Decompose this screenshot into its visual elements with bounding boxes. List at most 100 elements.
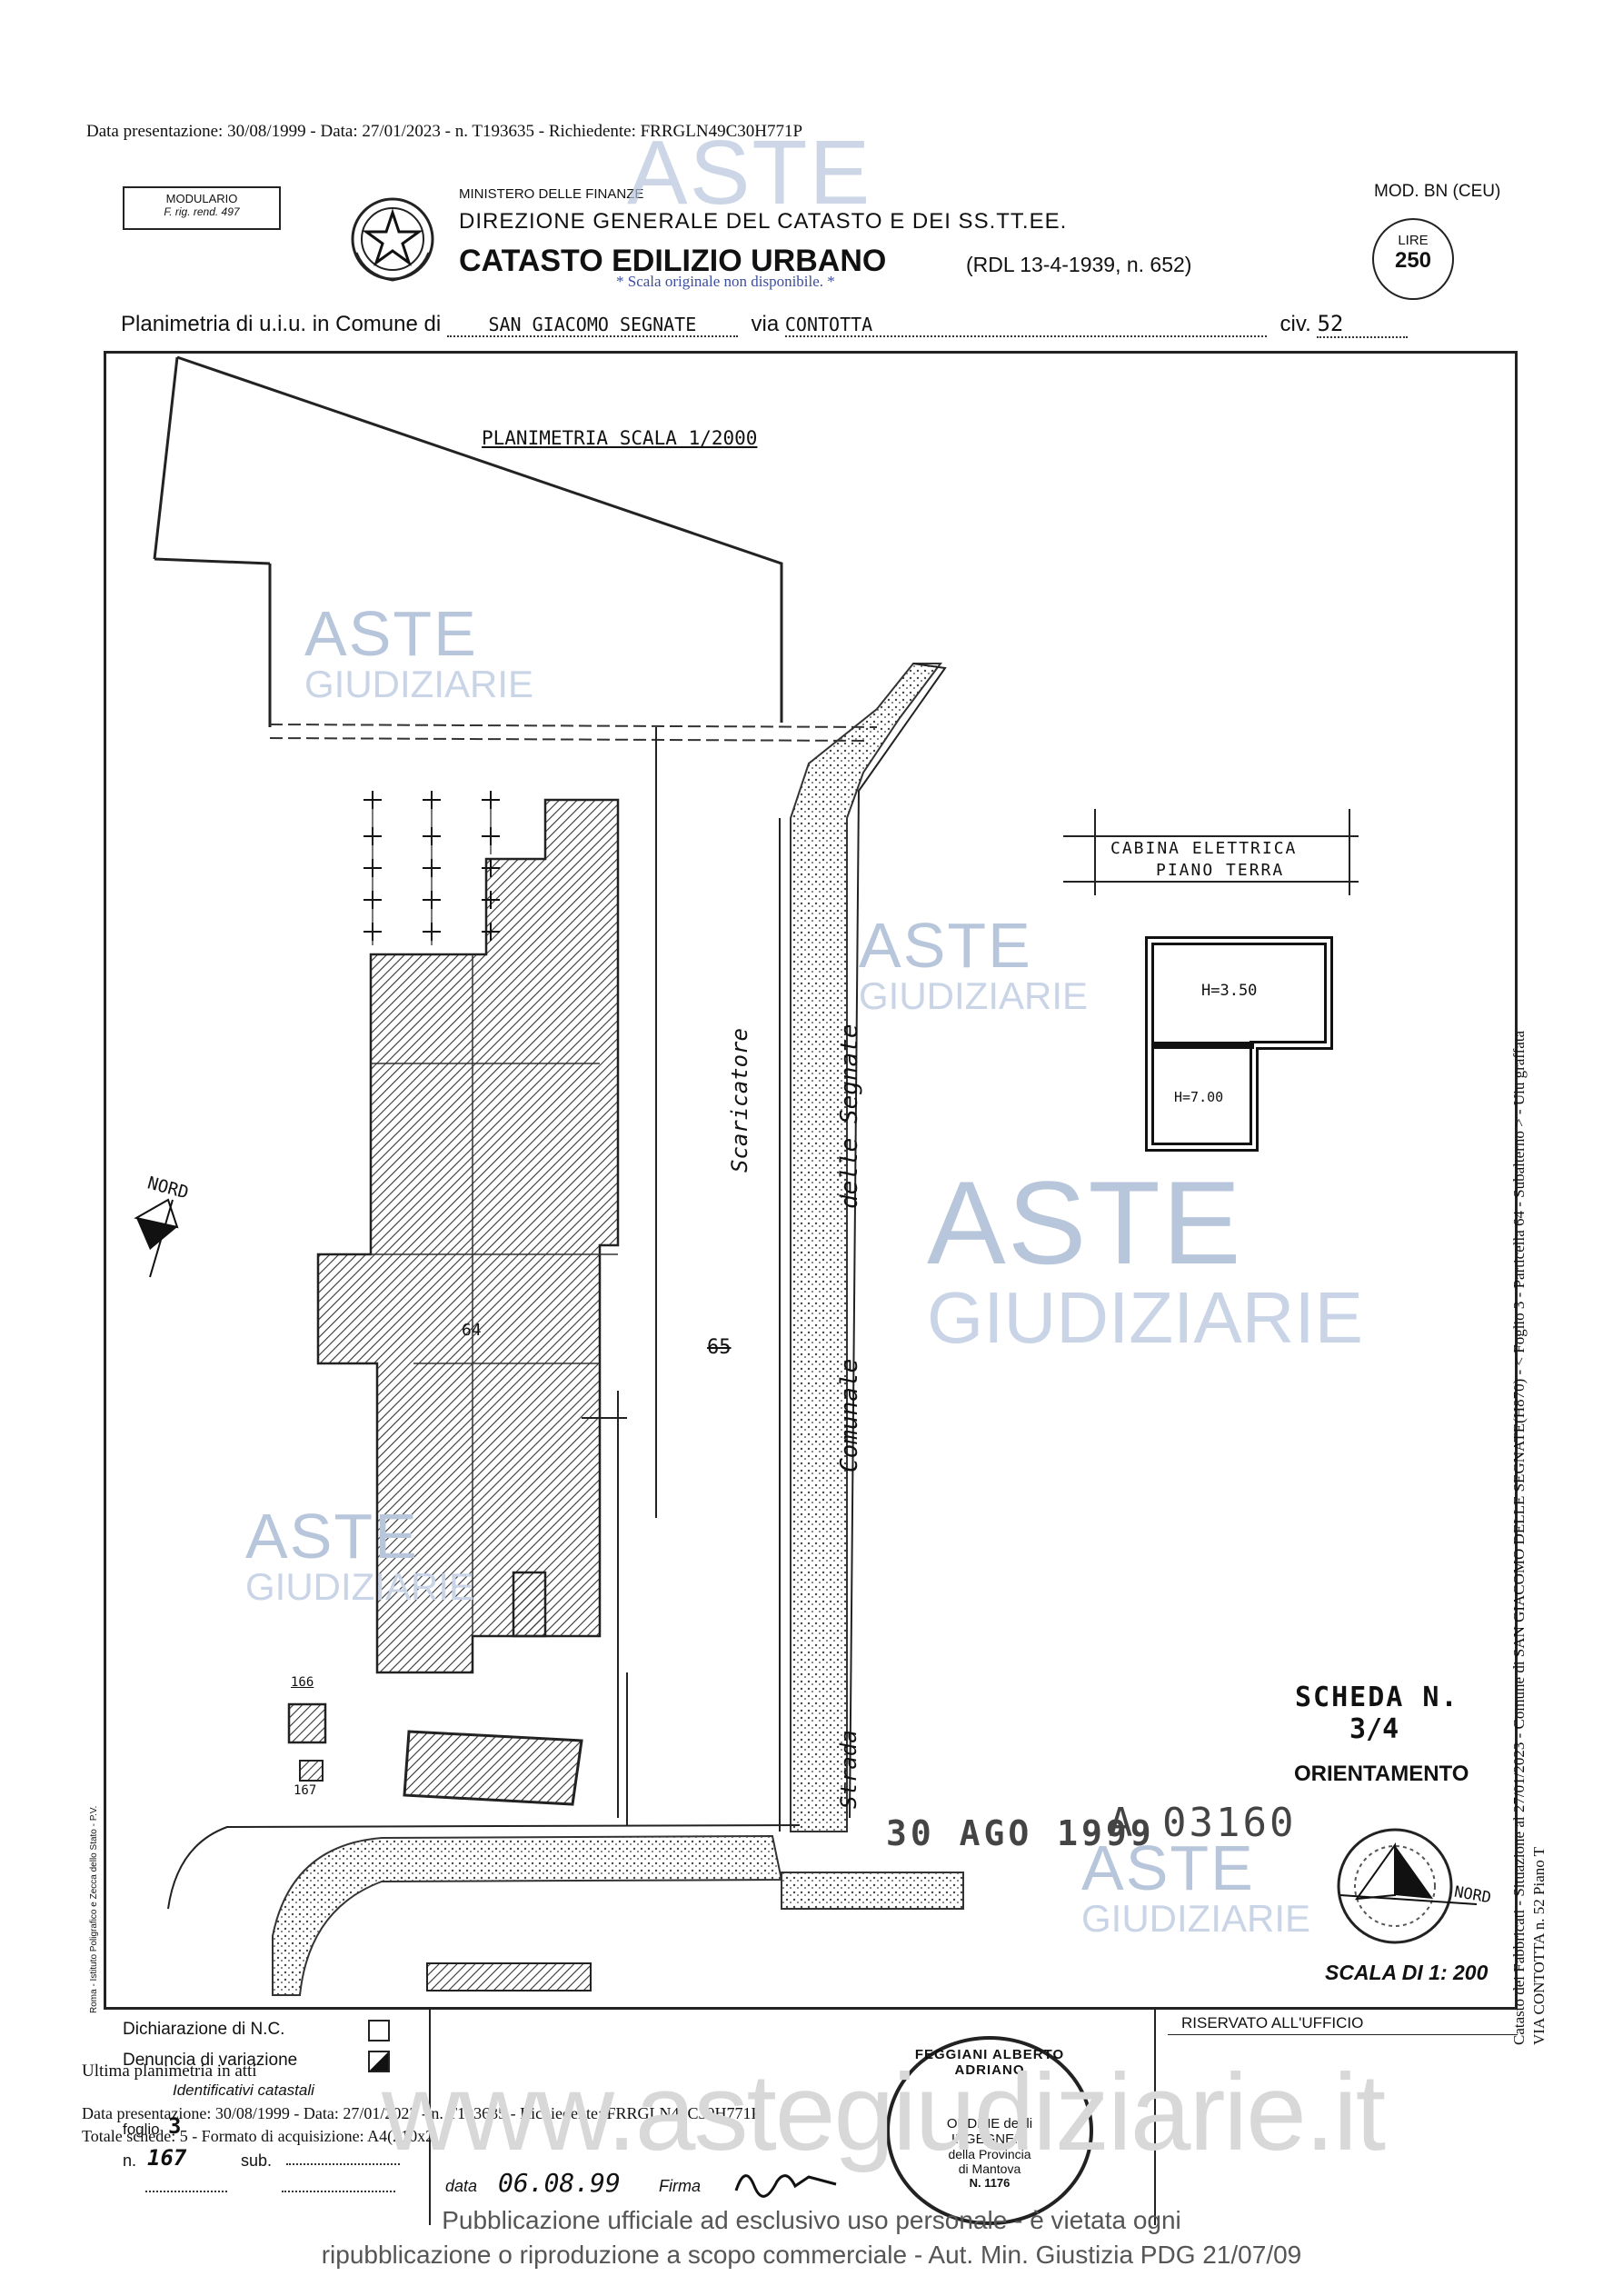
road-label-comunale: Comunale <box>836 1358 863 1472</box>
stamp-line2: INGEGNERI <box>951 2131 1029 2147</box>
firma-label: Firma <box>659 2177 701 2195</box>
watermark-4: ASTE GIUDIZIARIE <box>245 1504 474 1606</box>
dichiarazione-checkbox[interactable] <box>368 2020 390 2041</box>
orientation-compass-icon <box>1337 1828 1478 1944</box>
watermark-giudiziarie: GIUDIZIARIE <box>927 1277 1364 1358</box>
parcel-167: 167 <box>294 1783 317 1798</box>
watermark-notice-2: ripubblicazione o riproduzione a scopo c… <box>321 2241 1302 2269</box>
data-value: 06.08.99 <box>498 2168 621 2198</box>
overlay-totale-schede: Totale schede: 5 - Formato di acquisizio… <box>82 2127 436 2145</box>
watermark-1: ASTE GIUDIZIARIE <box>304 602 533 704</box>
republic-emblem <box>338 189 447 289</box>
watermark-3: ASTE GIUDIZIARIE <box>927 1163 1363 1354</box>
overlay-ultima-planimetria: Ultima planimetria in atti <box>82 2061 257 2081</box>
road-label-scaricatore: Scaricatore <box>727 1028 752 1173</box>
civ-value: 52 <box>1317 311 1409 338</box>
side-cadastral-info: Catasto dei Fabbricati - Situazione al 2… <box>1510 1030 1528 2045</box>
sub-label: sub. <box>241 2151 273 2170</box>
ministry-name: MINISTERO DELLE FINANZE <box>459 186 644 202</box>
directorate-name: DIREZIONE GENERALE DEL CATASTO E DEI SS.… <box>459 209 1068 234</box>
lire-value: 250 <box>1394 248 1432 273</box>
lire-stamp: LIRE 250 <box>1372 218 1454 300</box>
road-label-strada: Strada <box>836 1730 861 1809</box>
stamp-name: FEGGIANI ALBERTO ADRIANO <box>914 2047 1065 2078</box>
road-lower <box>272 1834 783 1996</box>
document-title: CATASTO EDILIZIO URBANO <box>459 244 887 278</box>
road-label-segnate: delle Segnate <box>836 1023 863 1210</box>
lire-label: LIRE <box>1398 233 1429 248</box>
numero-value: 167 <box>147 2145 187 2171</box>
blank-line <box>282 2191 395 2192</box>
room2-height: H=7.00 <box>1174 1089 1224 1105</box>
overlay-data-presentazione: Data presentazione: 30/08/1999 - Data: 2… <box>82 2104 761 2122</box>
road-scaricatore <box>790 663 942 1832</box>
via-label: via <box>751 312 780 336</box>
stamp-line1: ORDINE degli <box>946 2116 1033 2131</box>
watermark-aste: ASTE <box>245 1501 419 1572</box>
receipt-number-stamp: A 03160 <box>1109 1800 1297 1846</box>
numero-label: n. <box>123 2151 137 2170</box>
modulario-label: MODULARIO <box>165 192 238 205</box>
riservato-label: RISERVATO ALL'UFFICIO <box>1181 2014 1364 2031</box>
foglio-value: 3 <box>168 2113 182 2139</box>
watermark-aste: ASTE <box>304 598 478 669</box>
lot-boundary <box>176 355 783 723</box>
watermark-aste: ASTE <box>927 1156 1243 1289</box>
orientamento-label: ORIENTAMENTO <box>1294 1762 1469 1786</box>
law-reference: (RDL 13-4-1939, n. 652) <box>966 253 1192 276</box>
sub-value-line <box>286 2163 400 2165</box>
watermark-aste: ASTE <box>627 122 872 224</box>
scheda-number: SCHEDA N. <box>1295 1682 1459 1713</box>
stamp-line3: della Provincia <box>948 2147 1031 2161</box>
scale-label: SCALA DI 1: 200 <box>1325 1961 1489 1984</box>
watermark-aste: ASTE <box>1081 1832 1255 1903</box>
watermark-5: ASTE GIUDIZIARIE <box>1081 1836 1310 1938</box>
cabina-title: CABINA ELETTRICA <box>1110 839 1298 858</box>
scale-note: * Scala originale non disponibile. * <box>616 273 835 290</box>
riservato-rule <box>1168 2034 1518 2035</box>
signature-icon <box>734 2174 837 2198</box>
civ-label: civ. <box>1279 312 1311 336</box>
parcel-65: 65 <box>707 1336 732 1359</box>
side-address-info: VIA CONTOTTA n. 52 Piano T <box>1530 1846 1548 2045</box>
watermark-notice-1: Pubblicazione ufficiale ad esclusivo uso… <box>442 2206 1181 2234</box>
parcel-166: 166 <box>291 1675 314 1690</box>
denuncia-label: Denuncia di variazione <box>123 2051 298 2070</box>
footer-divider <box>1154 2007 1156 2225</box>
blank-line <box>145 2191 227 2192</box>
comune-value: SAN GIACOMO SEGNATE <box>446 314 738 337</box>
watermark-aste: ASTE <box>859 910 1032 981</box>
modulario-box: MODULARIO F. rig. rend. 497 <box>123 186 281 230</box>
watermark-giudiziarie: GIUDIZIARIE <box>859 974 1089 1017</box>
model-label: MOD. BN (CEU) <box>1374 182 1501 201</box>
watermark-giudiziarie: GIUDIZIARIE <box>245 1565 475 1608</box>
plan-info-line: Planimetria di u.i.u. in Comune di SAN G… <box>121 311 1511 338</box>
watermark-giudiziarie: GIUDIZIARIE <box>304 663 534 705</box>
cabina-floor: PIANO TERRA <box>1156 861 1285 880</box>
plan-prefix: Planimetria di u.i.u. in Comune di <box>121 312 442 336</box>
engineer-stamp: FEGGIANI ALBERTO ADRIANO ORDINE degli IN… <box>886 2036 1093 2225</box>
printer-credit: Roma - Istituto Poligrafico e Zecca dell… <box>89 1805 99 2013</box>
via-value: CONTOTTA <box>784 314 1267 337</box>
watermark-giudiziarie: GIUDIZIARIE <box>1081 1897 1311 1940</box>
footer-divider <box>429 2007 431 2225</box>
footer-form <box>104 2007 1518 2228</box>
stamp-line4: di Mantova <box>958 2161 1021 2176</box>
watermark-2: ASTE GIUDIZIARIE <box>859 913 1088 1015</box>
denuncia-checkbox[interactable] <box>368 2051 390 2072</box>
watermark-site: www.astegiudiziarie.it <box>382 2051 1386 2173</box>
room1-height: H=3.50 <box>1201 982 1258 1000</box>
data-label: data <box>445 2177 478 2195</box>
modulario-ref: F. rig. rend. 497 <box>164 205 240 218</box>
plan-title: PLANIMETRIA SCALA 1/2000 <box>482 427 758 449</box>
receipt-date-stamp: 30 AGO 1999 <box>886 1813 1155 1853</box>
parcel-64: 64 <box>462 1321 482 1340</box>
north-arrow-icon <box>134 1198 179 1278</box>
stamp-number: N. 1176 <box>969 2176 1011 2190</box>
watermark-top: ASTE <box>627 127 871 218</box>
dichiarazione-label: Dichiarazione di N.C. <box>123 2020 285 2039</box>
main-building <box>316 798 620 1674</box>
identificativi-label: Identificativi catastali <box>173 2081 314 2099</box>
scheda-fraction: 3/4 <box>1349 1713 1399 1745</box>
